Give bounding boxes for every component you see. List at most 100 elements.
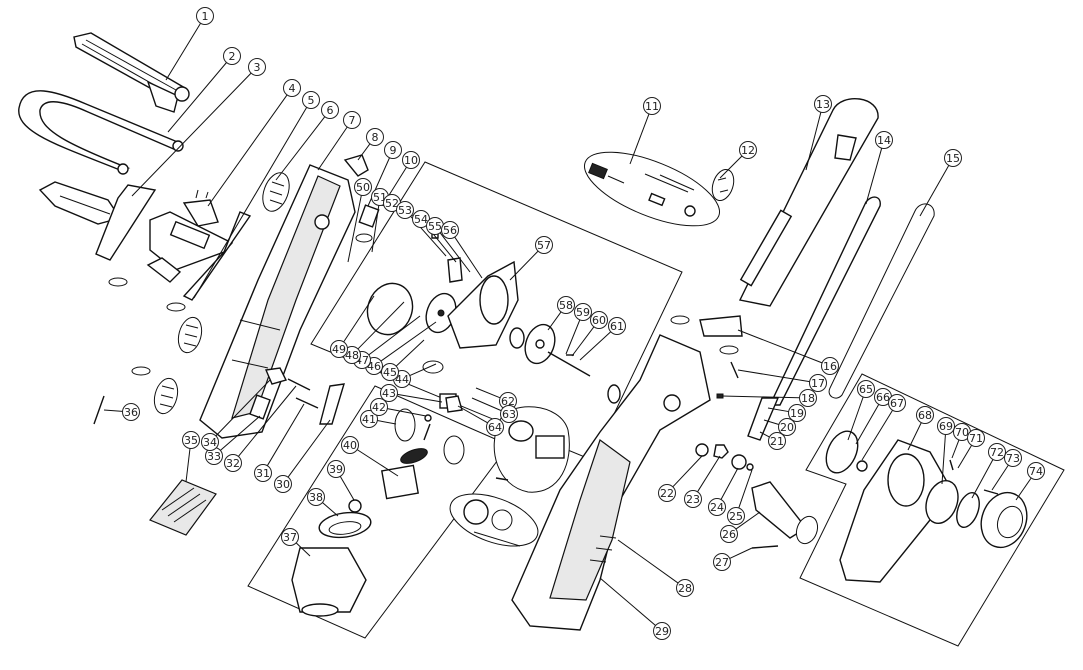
callout-number: 20 [780, 421, 794, 434]
callout-circle [402, 151, 420, 169]
callout-circle [888, 394, 906, 412]
callout-68: 68 [916, 406, 934, 424]
leader-line-62 [475, 387, 501, 399]
leader-line-44 [409, 363, 437, 377]
callout-22: 22 [658, 484, 676, 502]
callout-circle [370, 398, 388, 416]
leader-line-46 [380, 321, 437, 362]
part-trigger-housing [38, 181, 157, 261]
callout-circle [727, 507, 745, 525]
part-left-housing [199, 164, 356, 439]
callout-number: 33 [207, 450, 221, 463]
leader-line-66 [855, 404, 880, 445]
callout-45: 45 [381, 363, 399, 381]
part-spring-70 [949, 459, 954, 471]
leader-line-58 [547, 311, 562, 331]
callout-18: 18 [799, 389, 817, 407]
leader-line-17 [737, 369, 810, 383]
callout-16: 16 [821, 357, 839, 375]
callout-circle [381, 363, 399, 381]
callout-circle [658, 484, 676, 502]
callout-circle [739, 141, 757, 159]
leader-line-28 [617, 539, 679, 584]
callout-8: 8 [366, 128, 384, 146]
callout-24: 24 [708, 498, 726, 516]
callout-circle [967, 429, 985, 447]
callout-circle [201, 433, 219, 451]
part-cover-68 [839, 439, 947, 583]
leader-line-5 [193, 107, 308, 299]
part-ring-25 [746, 463, 754, 471]
callout-circle [814, 95, 832, 113]
callout-number: 50 [356, 181, 370, 194]
leader-line-1 [165, 22, 202, 81]
callout-circle [778, 418, 796, 436]
callout-circle [676, 579, 694, 597]
part-pin-36 [93, 395, 105, 425]
part-screw-set-left-1 [177, 316, 203, 354]
callout-number: 69 [939, 420, 953, 433]
leader-line-26 [735, 511, 761, 530]
leader-line-15 [919, 165, 950, 217]
callout-number: 17 [811, 377, 825, 390]
callout-circle [557, 296, 575, 314]
callout-circle [307, 488, 325, 506]
callout-number: 27 [715, 556, 729, 569]
callout-72: 72 [988, 443, 1006, 461]
part-switch-inset [493, 406, 570, 493]
callout-circle [441, 221, 459, 239]
callout-number: 39 [329, 463, 343, 476]
callout-number: 66 [876, 391, 890, 404]
leader-line-3 [131, 72, 252, 197]
part-washer-far-right [607, 384, 621, 404]
part-plate-33 [249, 394, 271, 420]
callout-number: 22 [660, 487, 674, 500]
part-screw-set-45 [422, 360, 444, 374]
callout-37: 37 [281, 528, 299, 546]
part-main-body-28-29 [511, 334, 711, 631]
leader-line-4 [207, 94, 288, 207]
part-loop-15 [828, 203, 935, 399]
callout-number: 2 [229, 50, 236, 63]
part-screw-set-43b [443, 435, 465, 465]
callout-23: 23 [684, 490, 702, 508]
callout-13: 13 [814, 95, 832, 113]
part-lever-30 [319, 383, 345, 425]
callout-number: 54 [414, 213, 428, 226]
callout-circle [223, 47, 241, 65]
callout-circle [574, 303, 592, 321]
part-plate-8 [343, 154, 369, 177]
part-magnet-38 [318, 511, 372, 539]
part-washer-24 [731, 454, 747, 470]
leader-line-33 [220, 415, 261, 451]
leader-line-20 [763, 419, 780, 426]
part-bushing-64 [445, 395, 463, 413]
callout-number: 5 [308, 94, 315, 107]
callout-number: 63 [502, 408, 516, 421]
callout-number: 38 [309, 491, 323, 504]
leader-line-41 [377, 420, 397, 425]
leader-line-45 [395, 339, 425, 367]
callout-52: 52 [383, 194, 401, 212]
leader-line-23 [697, 455, 721, 493]
part-rear-handle-grip [73, 32, 190, 113]
callout-number: 34 [203, 436, 217, 449]
callout-number: 36 [124, 406, 138, 419]
callout-circle [535, 236, 553, 254]
callout-7: 7 [343, 111, 361, 129]
callout-circle [380, 384, 398, 402]
callout-32: 32 [224, 454, 242, 472]
leader-line-16 [737, 329, 823, 364]
callout-66: 66 [874, 388, 892, 406]
leader-line-49 [343, 295, 375, 343]
callout-circle [653, 622, 671, 640]
leader-line-18 [721, 395, 800, 399]
part-armature-40 [381, 423, 431, 500]
callout-circle [1027, 462, 1045, 480]
part-pin-34 [264, 367, 288, 385]
part-output-gear-58 [524, 323, 591, 377]
callout-number: 3 [254, 61, 261, 74]
leader-line-8 [357, 143, 371, 161]
leader-line-63 [471, 397, 502, 412]
